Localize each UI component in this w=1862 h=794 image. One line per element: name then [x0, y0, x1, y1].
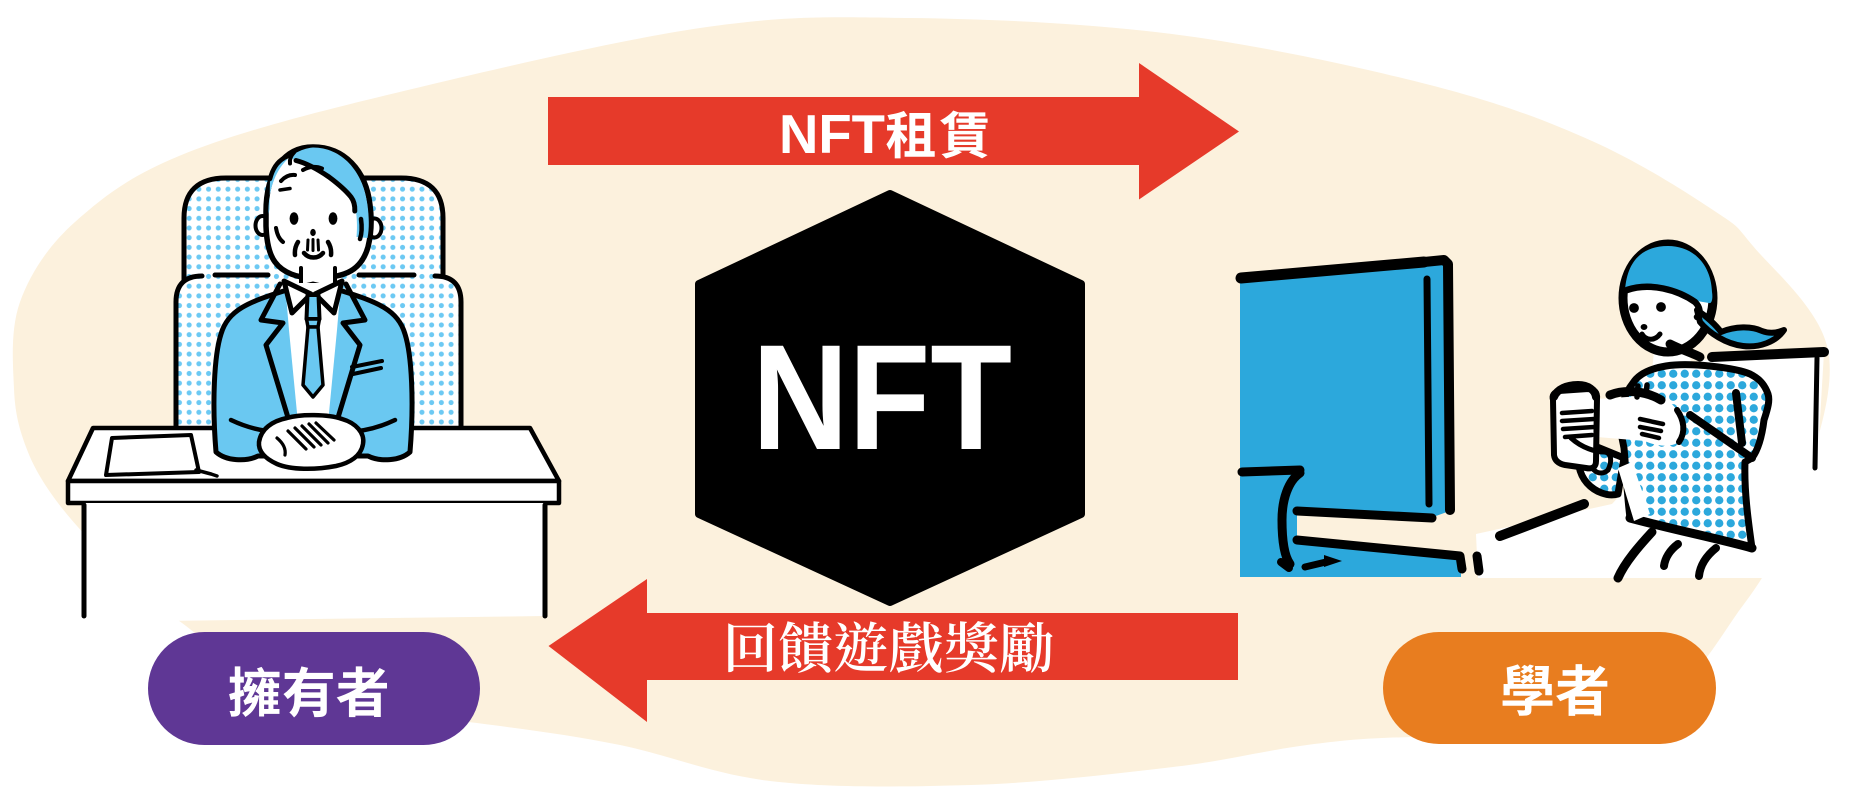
svg-text:NFT: NFT: [779, 103, 885, 165]
svg-text:NFT: NFT: [752, 313, 1012, 481]
